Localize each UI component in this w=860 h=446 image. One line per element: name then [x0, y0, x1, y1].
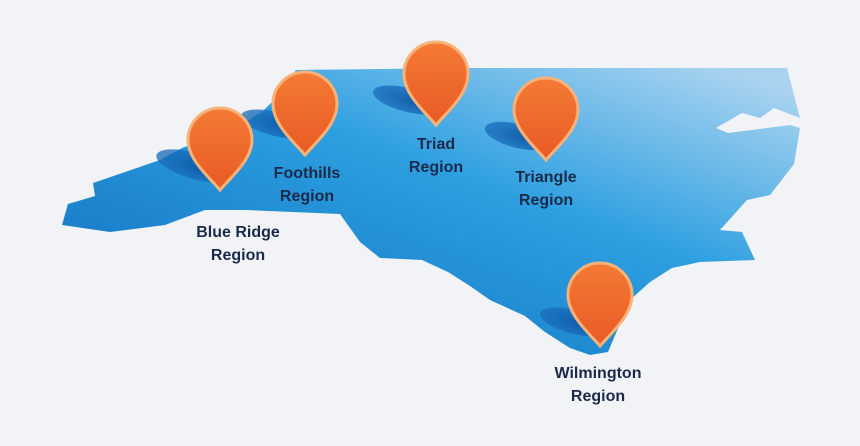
location-pin-blue-ridge-icon[interactable]: [186, 106, 254, 193]
region-label-foothills: Foothills Region: [237, 162, 377, 208]
region-label-line2: Region: [210, 247, 266, 264]
region-label-line2: Region: [279, 188, 335, 205]
location-pin-foothills-icon[interactable]: [271, 70, 339, 158]
region-label-line1: Blue Ridge: [196, 224, 280, 241]
location-pin-wilmington-icon[interactable]: [566, 261, 634, 349]
region-label-line1: Triad: [416, 136, 456, 153]
region-label-line2: Region: [518, 192, 574, 209]
region-label-triad: Triad Region: [376, 133, 496, 179]
region-label-wilmington: Wilmington Region: [528, 362, 668, 408]
location-pin-triad-icon[interactable]: [402, 40, 470, 128]
region-label-triangle: Triangle Region: [476, 166, 616, 212]
region-label-blue-ridge: Blue Ridge Region: [168, 221, 308, 267]
region-label-line1: Foothills: [273, 165, 341, 182]
location-pin-triangle-icon[interactable]: [512, 76, 580, 163]
region-label-line1: Triangle: [515, 169, 577, 186]
region-label-line2: Region: [570, 388, 626, 405]
region-label-line1: Wilmington: [554, 365, 642, 382]
region-label-line2: Region: [408, 159, 464, 176]
